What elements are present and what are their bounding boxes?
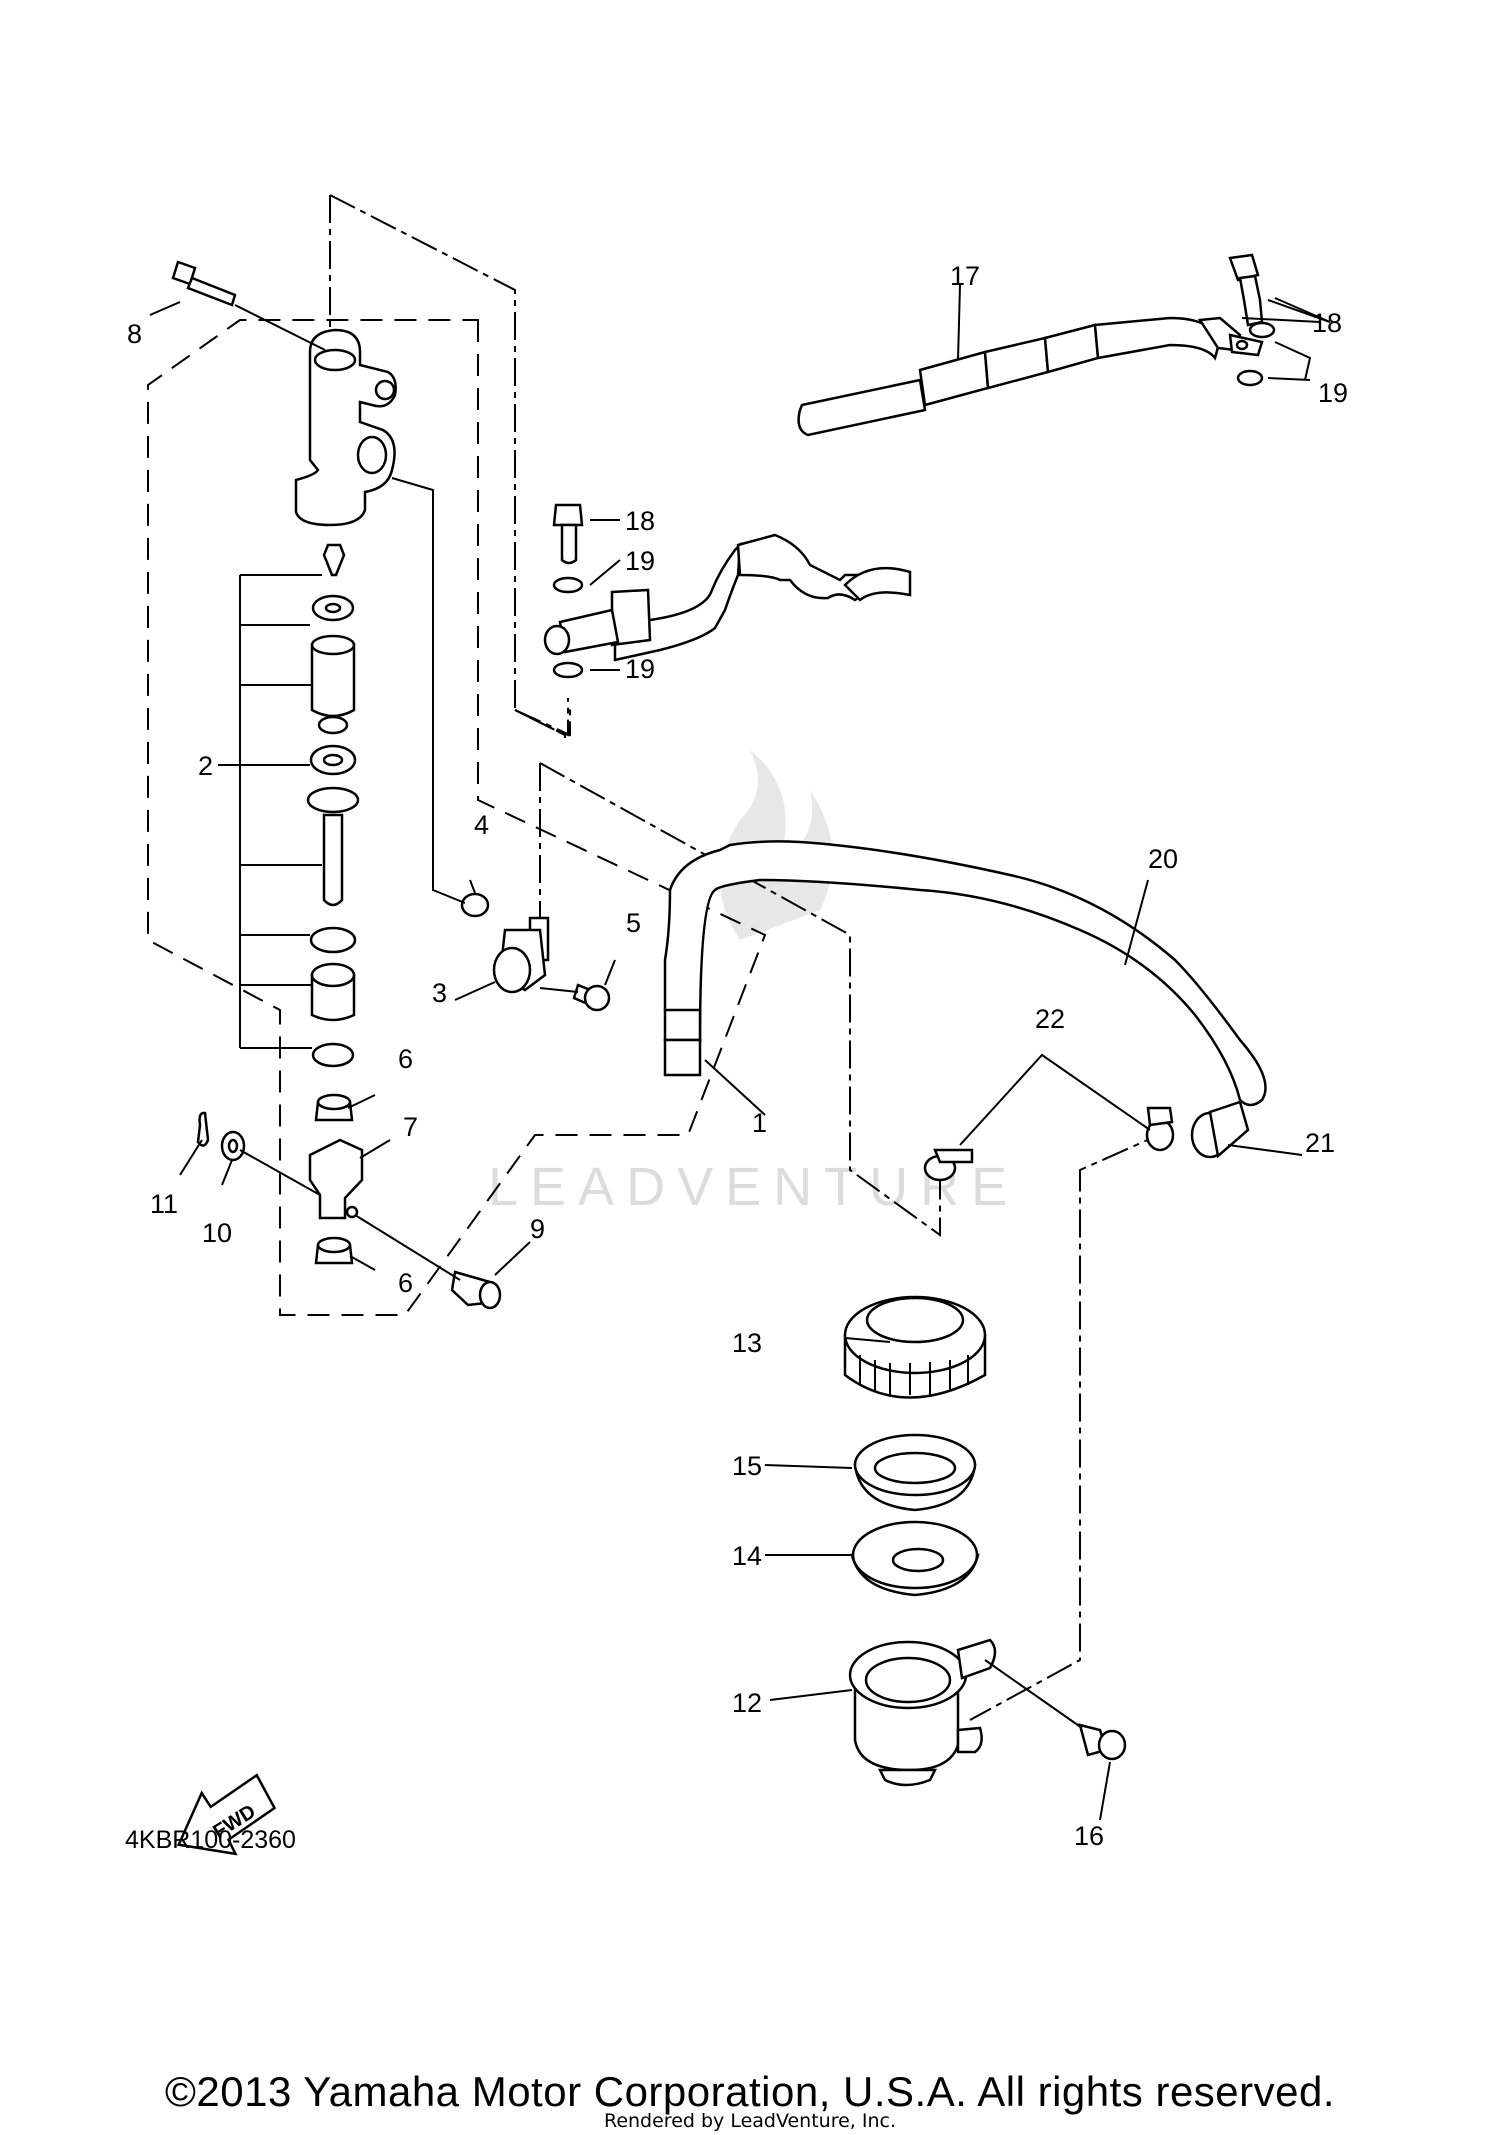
- callout-3: 3: [432, 978, 447, 1008]
- copyright-notice: ©2013 Yamaha Motor Corporation, U.S.A. A…: [164, 2068, 1336, 2115]
- rendered-by-notice: Rendered by LeadVenture, Inc.: [603, 2110, 897, 2132]
- callout-13: 13: [732, 1328, 762, 1358]
- callout-17: 17: [950, 261, 980, 291]
- cotter-pin-11: [196, 1111, 210, 1147]
- callout-14: 14: [732, 1541, 762, 1571]
- callout-22: 22: [1035, 1004, 1065, 1034]
- nut-6-upper: [314, 1093, 354, 1122]
- clevis-7: [308, 1138, 364, 1220]
- callout-6-lower: 6: [398, 1268, 413, 1298]
- callout-9: 9: [530, 1214, 545, 1244]
- joint-3: [492, 916, 550, 994]
- washer-19-right-b: [1236, 369, 1264, 387]
- callout-2: 2: [198, 751, 213, 781]
- brake-hose-17: [543, 316, 1264, 662]
- callout-6-upper: 6: [398, 1044, 413, 1074]
- reservoir-hose-20: [663, 840, 1267, 1107]
- bracket-2: [225, 574, 322, 1049]
- hose-end-21: [1190, 1100, 1250, 1159]
- piston-kit: [306, 543, 360, 1068]
- leader-17: [957, 284, 961, 361]
- diaphragm-15: [853, 1433, 977, 1512]
- callout-15: 15: [732, 1451, 762, 1481]
- leader-1: [704, 1059, 766, 1116]
- callout-16: 16: [1074, 1821, 1104, 1851]
- callout-5: 5: [626, 908, 641, 938]
- callout-1: 1: [752, 1108, 767, 1138]
- callout-19-left-b: 19: [625, 654, 655, 684]
- master-cylinder: [294, 328, 397, 527]
- callout-4: 4: [474, 810, 489, 840]
- pin-9: [450, 1270, 502, 1310]
- plate-14: [850, 1520, 980, 1597]
- callout-19-left-a: 19: [625, 546, 655, 576]
- clamp-22-left: [923, 1148, 974, 1182]
- leader-20: [1124, 879, 1149, 966]
- leader-22: [959, 1053, 1151, 1146]
- washer-19-right-a: [1248, 321, 1276, 339]
- clamp-22-right: [1145, 1106, 1175, 1152]
- callout-8: 8: [127, 319, 142, 349]
- callout-labels: 1 2 3 4 5 6 6 7 8 9 10 11 12 13 14 15 16…: [127, 261, 1348, 1851]
- callout-12: 12: [732, 1688, 762, 1718]
- leadventure-watermark: LEADVENTURE: [488, 750, 1019, 1217]
- leader-21: [1227, 1144, 1303, 1156]
- callout-10: 10: [202, 1218, 232, 1248]
- callout-leaders: [149, 301, 1321, 1821]
- o-ring-4: [460, 892, 490, 918]
- callout-18-left: 18: [625, 506, 655, 536]
- diagram-code: 4KBR100-2360: [125, 1826, 296, 1854]
- callout-7: 7: [403, 1112, 418, 1142]
- callout-18-right: 18: [1312, 308, 1342, 338]
- screw-5: [572, 983, 611, 1012]
- washer-19-left-a: [552, 576, 584, 594]
- callout-20: 20: [1148, 844, 1178, 874]
- screw-16: [1078, 1723, 1127, 1761]
- connector-line-f: [969, 1129, 1171, 1721]
- callout-19-right: 19: [1318, 378, 1348, 408]
- union-bolt-18-right: [1228, 253, 1264, 327]
- washer-19-left-b: [552, 661, 584, 679]
- watermark-text: LEADVENTURE: [488, 1157, 1019, 1217]
- nut-6-lower: [314, 1236, 354, 1265]
- bolt-8: [171, 260, 237, 307]
- reservoir-cap-13: [843, 1295, 987, 1399]
- pin-axis: [354, 1214, 461, 1281]
- assembly-boundary: [147, 319, 767, 1316]
- reservoir-12: [848, 1638, 997, 1787]
- connector-line-d: [514, 698, 569, 737]
- connector-line-c: [514, 705, 571, 737]
- callout-11: 11: [150, 1189, 178, 1219]
- callout-21: 21: [1305, 1128, 1335, 1158]
- union-bolt-18-left: [552, 503, 584, 565]
